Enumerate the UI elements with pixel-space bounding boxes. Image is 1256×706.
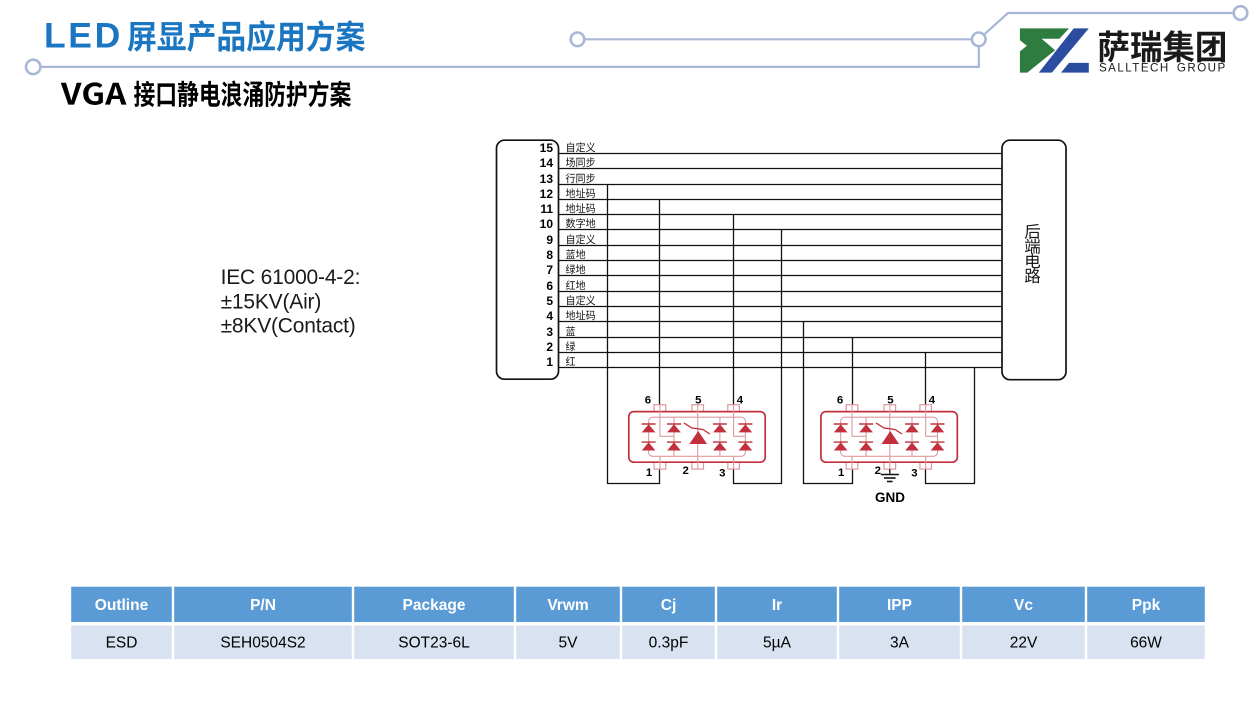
svg-text:GND: GND xyxy=(875,490,905,505)
svg-text:66W: 66W xyxy=(1130,635,1162,652)
svg-text:1: 1 xyxy=(546,355,553,369)
svg-text:SALLTECH GROUP: SALLTECH GROUP xyxy=(1099,61,1227,74)
svg-text:15: 15 xyxy=(540,141,554,155)
svg-text:8: 8 xyxy=(546,248,553,262)
svg-text:14: 14 xyxy=(540,156,554,170)
svg-text:2: 2 xyxy=(546,340,553,354)
svg-text:12: 12 xyxy=(540,187,554,201)
svg-text:6: 6 xyxy=(546,279,553,293)
svg-text:5: 5 xyxy=(546,294,553,308)
svg-text:Package: Package xyxy=(403,597,466,614)
svg-text:5V: 5V xyxy=(559,635,579,652)
svg-text:±8KV(Contact): ±8KV(Contact) xyxy=(221,315,356,338)
svg-text:5µA: 5µA xyxy=(763,635,792,652)
svg-text:10: 10 xyxy=(540,217,554,231)
svg-text:IPP: IPP xyxy=(887,597,912,614)
svg-text:Ppk: Ppk xyxy=(1132,597,1161,614)
svg-text:0.3pF: 0.3pF xyxy=(649,635,689,652)
svg-text:Vc: Vc xyxy=(1014,597,1033,614)
svg-text:±15KV(Air): ±15KV(Air) xyxy=(221,290,322,313)
svg-text:Ir: Ir xyxy=(772,597,782,614)
svg-text:13: 13 xyxy=(540,172,554,186)
svg-text:3A: 3A xyxy=(890,635,910,652)
svg-text:3: 3 xyxy=(546,325,553,339)
svg-text:Vrwm: Vrwm xyxy=(547,597,588,614)
svg-text:LED: LED xyxy=(44,16,123,56)
svg-text:IEC 61000-4-2:: IEC 61000-4-2: xyxy=(221,266,361,289)
svg-text:ESD: ESD xyxy=(106,635,138,652)
svg-text:Outline: Outline xyxy=(95,597,149,614)
svg-text:9: 9 xyxy=(546,233,553,247)
svg-text:7: 7 xyxy=(546,263,553,277)
svg-text:22V: 22V xyxy=(1010,635,1038,652)
svg-text:Cj: Cj xyxy=(661,597,677,614)
svg-text:SOT23-6L: SOT23-6L xyxy=(398,635,470,652)
svg-text:SEH0504S2: SEH0504S2 xyxy=(220,635,305,652)
svg-text:P/N: P/N xyxy=(250,597,276,614)
svg-text:4: 4 xyxy=(546,309,553,323)
svg-text:11: 11 xyxy=(540,202,553,216)
